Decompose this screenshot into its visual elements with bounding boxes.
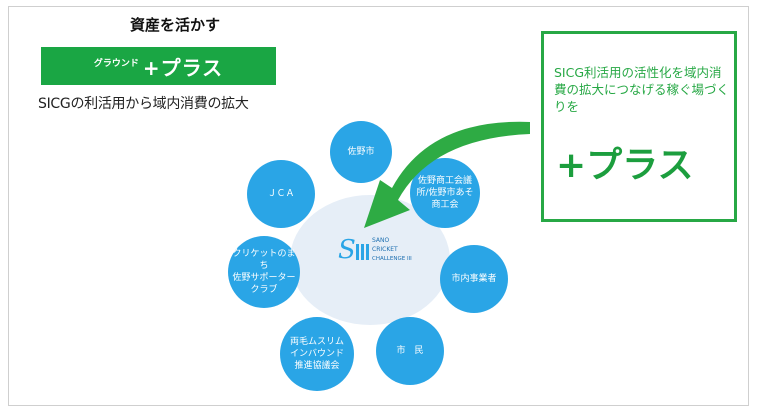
- node-label: ＪＣＡ: [267, 189, 295, 199]
- node-jca: ＪＣＡ: [247, 160, 315, 228]
- logo-line2: CRICKET: [372, 246, 398, 253]
- node-supporter-club: クリケットのまち 佐野サポーター クラブ: [228, 236, 300, 308]
- node-label: 市内事業者: [451, 274, 497, 284]
- logo-line1: SANO: [372, 237, 390, 244]
- ground-plus-banner: グラウンド +プラス: [41, 47, 276, 85]
- node-sano-city: 佐野市: [330, 121, 392, 183]
- banner-big-text: +プラス: [142, 55, 224, 80]
- node-label: クリケットのまち 佐野サポーター クラブ: [232, 249, 296, 295]
- node-muslim-inbound-council: 両毛ムスリム インバウンド 推進協議会: [280, 317, 354, 391]
- svg-text:S: S: [338, 235, 356, 265]
- sano-cricket-logo: S SANO CRICKET CHALLENGE III: [338, 235, 412, 265]
- node-citizens: 市 民: [376, 317, 444, 385]
- node-label: 佐野市: [347, 147, 375, 157]
- node-label: 市 民: [396, 346, 424, 356]
- callout-box: SICG利活用の活性化を域内消費の拡大につなげる稼ぐ場づくりを +プラス: [541, 31, 737, 222]
- logo-line3: CHALLENGE III: [372, 256, 412, 262]
- callout-text: SICG利活用の活性化を域内消費の拡大につなげる稼ぐ場づくりを: [554, 65, 730, 114]
- node-label: 両毛ムスリム インバウンド 推進協議会: [289, 337, 344, 371]
- banner-small-text: グラウンド: [93, 58, 139, 69]
- callout-plus: +プラス: [556, 145, 694, 186]
- node-label: 佐野商工会議 所/佐野市あそ 商工会: [416, 176, 474, 210]
- node-local-businesses: 市内事業者: [440, 245, 508, 313]
- subtitle-text: SICGの利活用から域内消費の拡大: [38, 96, 249, 112]
- page-heading: 資産を活かす: [129, 16, 220, 34]
